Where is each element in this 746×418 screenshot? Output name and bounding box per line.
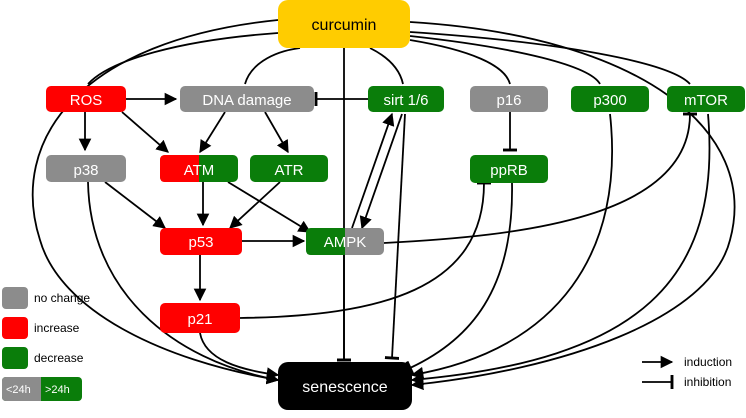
node-pprb-label: ppRB: [490, 162, 528, 179]
node-curcumin: curcumin: [278, 0, 410, 48]
edge-p21-pprb: [239, 181, 492, 319]
edge-dna-atr: [264, 111, 289, 154]
edge-curcumin-ros: [87, 32, 279, 85]
node-p21-label: p21: [187, 311, 212, 328]
node-curcumin-label: curcumin: [312, 17, 377, 34]
legend-label-lt24: <24h: [6, 384, 31, 396]
node-p300: p300: [571, 86, 649, 112]
node-p38-label: p38: [73, 162, 98, 179]
edge-ampk-sirt: [351, 112, 395, 229]
edge-curcumin-p16: [409, 39, 511, 85]
nodes: curcumin ROS DNA damage sirt 1/6 p16 p30…: [46, 0, 745, 410]
node-ampk: AMPK: [306, 228, 384, 255]
edge-ampk-mtor: [383, 112, 698, 244]
legend-label-no-change: no change: [34, 291, 90, 305]
node-curcumin-box: [278, 0, 410, 48]
edge-atr-p53: [229, 181, 281, 229]
legend-swatch-time: <24h >24h: [2, 377, 82, 401]
legend-swatch-no-change: [2, 287, 28, 309]
node-atr: ATR: [250, 155, 328, 182]
edge-dna-atm: [199, 111, 226, 154]
edge-mtor-senescence: [410, 113, 711, 386]
node-sirt: sirt 1/6: [368, 86, 444, 112]
node-dna-damage-label: DNA damage: [202, 92, 291, 109]
node-mtor: mTOR: [667, 86, 745, 112]
node-p300-label: p300: [593, 92, 626, 109]
node-atm-label: ATM: [184, 162, 215, 179]
edge-p38-p53: [104, 181, 166, 229]
legend-swatch-increase: [2, 317, 28, 339]
edge-curcumin-senescence-left: [31, 19, 280, 385]
legend-label-decrease: decrease: [34, 351, 84, 365]
node-ampk-label: AMPK: [324, 234, 367, 251]
legend-label-increase: increase: [34, 321, 80, 335]
node-pprb: ppRB: [470, 155, 548, 183]
edge-p300-senescence: [410, 113, 614, 380]
edge-legend: induction inhibition: [642, 355, 732, 390]
node-p53-label: p53: [188, 234, 213, 251]
node-senescence-label: senescence: [302, 379, 387, 396]
legend-swatch-decrease: [2, 347, 28, 369]
edge-sirt-ampk: [359, 113, 403, 230]
node-ros-label: ROS: [70, 92, 103, 109]
node-p21: p21: [160, 303, 240, 333]
legend-label-induction: induction: [684, 355, 732, 369]
node-atm: ATM: [160, 155, 238, 182]
edge-curcumin-senescence-right: [409, 21, 736, 391]
edge-p21-senescence: [199, 332, 280, 380]
edge-curcumin-mtor: [409, 31, 691, 85]
node-mtor-label: mTOR: [684, 92, 728, 109]
node-p16-label: p16: [496, 92, 521, 109]
node-p16: p16: [470, 86, 548, 112]
edge-curcumin-dna: [244, 47, 301, 85]
edge-curcumin-sirt: [369, 47, 404, 85]
node-senescence: senescence: [278, 362, 412, 410]
node-p38: p38: [46, 155, 126, 182]
node-atr-label: ATR: [275, 162, 304, 179]
edge-ros-atm: [121, 111, 169, 153]
edge-p38-senescence: [87, 181, 280, 385]
edge-atm-ampk: [227, 181, 312, 233]
node-sirt-label: sirt 1/6: [383, 92, 428, 109]
node-p53: p53: [160, 228, 242, 255]
legend-label-inhibition: inhibition: [684, 375, 731, 389]
edge-pprb-senescence: [405, 182, 513, 376]
legend-label-gt24: >24h: [45, 384, 70, 396]
edges: [31, 19, 736, 391]
node-ros: ROS: [46, 86, 126, 112]
edge-sirt-senescence: [384, 113, 406, 360]
color-legend: no change increase decrease <24h >24h: [2, 287, 90, 401]
node-dna-damage: DNA damage: [180, 86, 314, 112]
edge-curcumin-p300: [409, 35, 601, 85]
